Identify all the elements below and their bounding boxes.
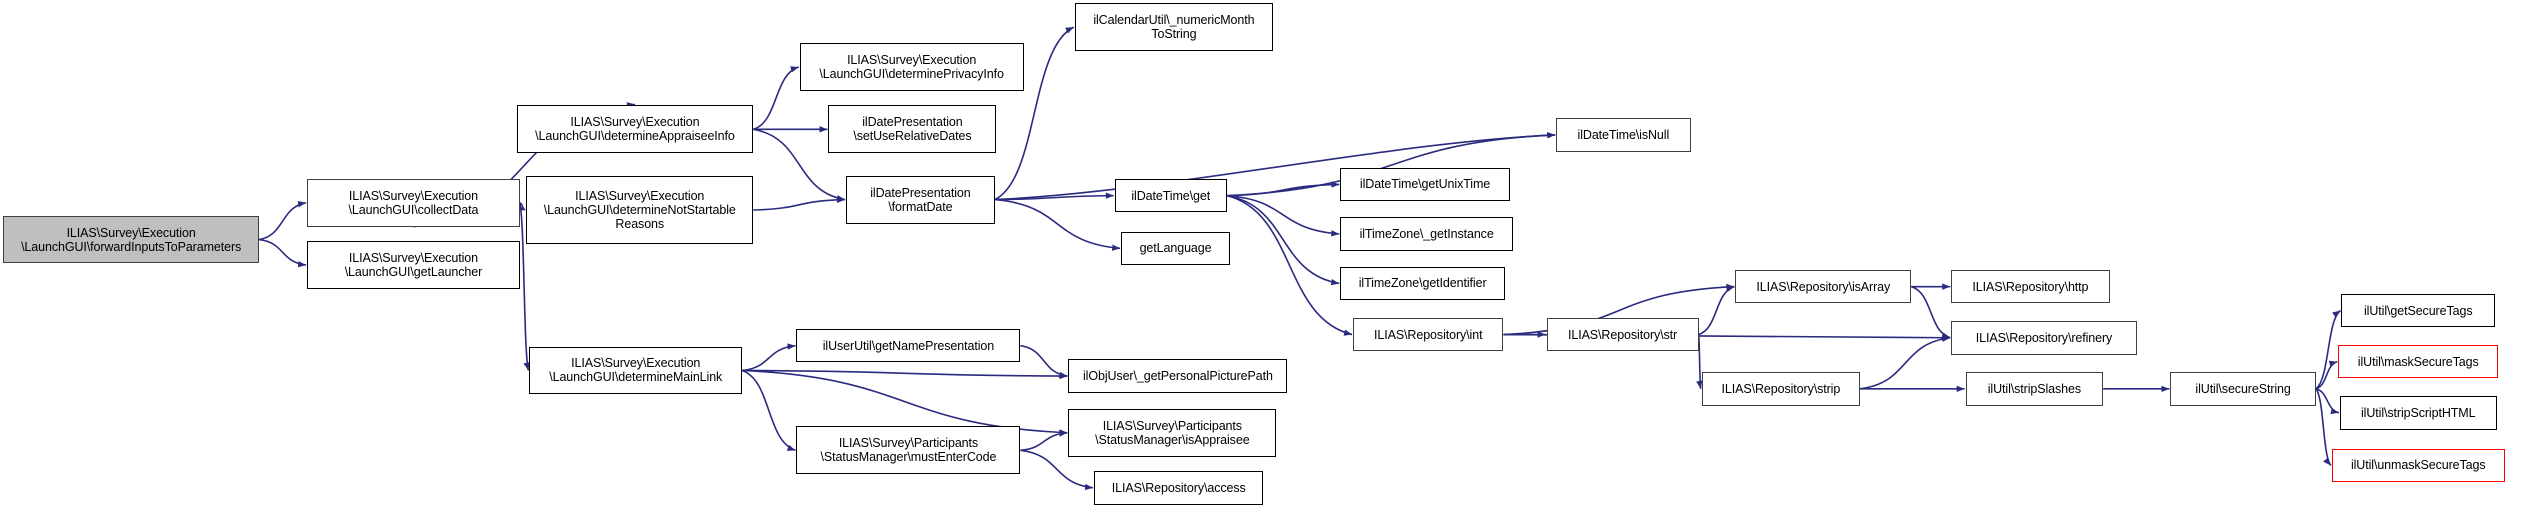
graph-edge — [1226, 194, 1340, 237]
graph-node[interactable]: ilTimeZone\_getInstance — [1340, 217, 1513, 251]
graph-edge — [1859, 335, 1951, 390]
graph-edge — [2315, 388, 2340, 415]
graph-node[interactable]: ILIAS\Survey\Execution \LaunchGUI\determ… — [516, 105, 754, 154]
graph-edge — [994, 192, 1114, 201]
graph-node[interactable]: ilDatePresentation \setUseRelativeDates — [828, 105, 997, 154]
graph-edge — [741, 369, 796, 452]
graph-edge — [994, 198, 1121, 251]
graph-edge — [1698, 285, 1735, 336]
graph-node[interactable]: ILIAS\Survey\Participants \StatusManager… — [796, 426, 1021, 475]
graph-node[interactable]: ilUtil\unmaskSecureTags — [2331, 448, 2505, 483]
graph-edge — [1696, 334, 1703, 389]
graph-edge — [742, 369, 1068, 436]
graph-edge — [742, 369, 1068, 380]
graph-node[interactable]: ILIAS\Repository\access — [1093, 471, 1264, 505]
graph-edge — [259, 238, 307, 268]
graph-edge — [2315, 360, 2338, 390]
graph-edge — [753, 196, 846, 211]
graph-node[interactable]: ilUtil\stripScriptHTML — [2339, 396, 2497, 430]
graph-edge — [2315, 388, 2332, 467]
graph-edge — [516, 202, 526, 211]
graph-node[interactable]: ilObjUser\_getPersonalPicturePath — [1068, 359, 1288, 393]
graph-edge — [2315, 309, 2342, 390]
graph-edge — [1020, 430, 1068, 452]
graph-node[interactable]: ILIAS\Survey\Execution \LaunchGUI\determ… — [529, 346, 743, 395]
graph-node[interactable]: ILIAS\Survey\Execution \LaunchGUI\getLau… — [307, 241, 520, 290]
graph-edge — [1910, 285, 1951, 339]
graph-edge — [742, 343, 796, 372]
graph-node[interactable]: ilDateTime\get — [1114, 178, 1227, 213]
graph-node[interactable]: ilDateTime\isNull — [1556, 118, 1691, 152]
graph-edge — [1226, 181, 1340, 197]
graph-node[interactable]: ilTimeZone\getIdentifier — [1340, 266, 1505, 301]
graph-node[interactable]: ILIAS\Repository\isArray — [1735, 269, 1912, 304]
graph-node[interactable]: ILIAS\Survey\Participants \StatusManager… — [1068, 408, 1277, 457]
graph-node[interactable]: ilUtil\secureString — [2170, 372, 2316, 406]
graph-node[interactable]: ILIAS\Survey\Execution \LaunchGUI\collec… — [307, 178, 520, 227]
graph-node[interactable]: ILIAS\Survey\Execution \LaunchGUI\determ… — [526, 175, 754, 245]
graph-edge — [1226, 194, 1353, 336]
graph-edge — [1020, 344, 1068, 379]
graph-node[interactable]: ilUserUtil\getNamePresentation — [796, 328, 1021, 363]
graph-node[interactable]: ILIAS\Repository\int — [1353, 317, 1504, 352]
graph-node[interactable]: getLanguage — [1121, 231, 1230, 266]
graph-node[interactable]: ilUtil\stripSlashes — [1965, 372, 2104, 406]
graph-node[interactable]: ilUtil\maskSecureTags — [2338, 344, 2499, 379]
graph-node[interactable]: ILIAS\Survey\Execution \LaunchGUI\determ… — [799, 43, 1024, 92]
graph-node[interactable]: ilDateTime\getUnixTime — [1340, 167, 1510, 202]
graph-node[interactable]: ilCalendarUtil\_numericMonth ToString — [1074, 3, 1274, 52]
graph-node[interactable]: ILIAS\Survey\Execution \LaunchGUI\forwar… — [3, 215, 260, 264]
graph-node[interactable]: ILIAS\Repository\str — [1546, 317, 1699, 352]
graph-edge — [1226, 194, 1340, 286]
graph-node[interactable]: ILIAS\Repository\strip — [1701, 372, 1861, 406]
graph-edge — [258, 201, 307, 241]
graph-node[interactable]: ilDatePresentation \formatDate — [846, 175, 995, 224]
graph-node[interactable]: ILIAS\Repository\refinery — [1951, 320, 2137, 355]
graph-node[interactable]: ILIAS\Repository\http — [1951, 269, 2110, 304]
graph-node[interactable]: ilUtil\getSecureTags — [2341, 293, 2495, 328]
graph-edge — [753, 66, 799, 131]
